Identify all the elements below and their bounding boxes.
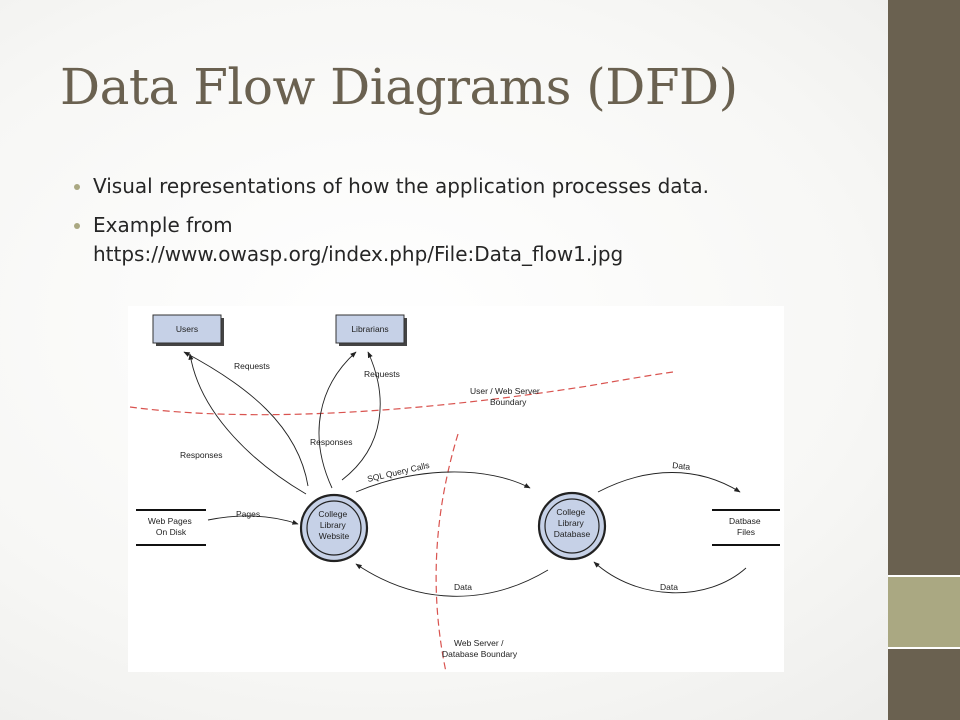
- data-to-files-label: Data: [672, 460, 691, 472]
- data-flow-diagram: Users Librarians College Library Website…: [128, 306, 784, 672]
- bullet-list: Visual representations of how the applic…: [72, 172, 872, 279]
- data-to-website-arrow: [355, 563, 549, 597]
- process-label-line: Library: [558, 518, 585, 528]
- requests-librarians-arrow: [341, 351, 381, 481]
- process-label-line: Database: [554, 529, 591, 539]
- boundary-label-line: Database Boundary: [442, 649, 518, 659]
- website-process-inner: [306, 500, 362, 556]
- users-entity: [152, 314, 222, 344]
- sidebar-decoration-top: [888, 0, 960, 576]
- process-label-line: College: [318, 509, 347, 519]
- bullet-item: Visual representations of how the applic…: [72, 172, 872, 201]
- responses-librarians-label: Responses: [310, 437, 353, 447]
- responses-users-arrow: [188, 353, 307, 495]
- sql-calls-arrow: [355, 471, 531, 493]
- web-db-boundary-label: Web Server / Database Boundary: [442, 638, 518, 659]
- responses-librarians-arrow: [318, 351, 357, 489]
- requests-librarians-label: Requests: [364, 369, 400, 379]
- web-db-boundary-line: [435, 433, 459, 672]
- data-from-files-label: Data: [660, 582, 678, 592]
- store-label-line: Datbase: [729, 516, 761, 526]
- responses-users-label: Responses: [180, 450, 223, 460]
- bullet-text: Example from: [93, 213, 233, 237]
- bullet-text: Visual representations of how the applic…: [93, 174, 709, 198]
- requests-users-label: Requests: [234, 361, 270, 371]
- bullet-item: Example from https://www.owasp.org/index…: [72, 211, 872, 269]
- db-files-store-label: Datbase Files: [729, 516, 763, 537]
- users-entity-label: Users: [176, 324, 198, 334]
- slide-title: Data Flow Diagrams (DFD): [60, 58, 738, 116]
- process-label-line: Library: [320, 520, 347, 530]
- process-label-line: College: [556, 507, 585, 517]
- database-process-inner: [544, 498, 600, 554]
- sidebar-decoration-middle: [888, 576, 960, 648]
- sidebar-separator: [888, 575, 960, 577]
- store-label-line: Web Pages: [148, 516, 192, 526]
- sidebar-decoration-bottom: [888, 648, 960, 720]
- boundary-label-line: Boundary: [490, 397, 527, 407]
- requests-users-arrow: [183, 351, 309, 487]
- process-label-line: Website: [319, 531, 350, 541]
- data-to-website-label: Data: [454, 582, 472, 592]
- database-process-label: College Library Database: [554, 507, 591, 539]
- pages-arrow: [207, 515, 299, 525]
- librarians-entity-label: Librarians: [351, 324, 388, 334]
- boundary-label-line: Web Server /: [454, 638, 504, 648]
- source-url: https://www.owasp.org/index.php/File:Dat…: [93, 242, 624, 266]
- sql-calls-label: SQL Query Calls: [366, 460, 430, 484]
- user-web-boundary-line: [129, 371, 674, 416]
- data-to-files-arrow: [597, 472, 741, 493]
- web-pages-store-label: Web Pages On Disk: [148, 516, 194, 537]
- librarians-entity: [335, 314, 405, 344]
- sidebar-separator: [888, 647, 960, 649]
- pages-label: Pages: [236, 509, 260, 519]
- store-label-line: Files: [737, 527, 755, 537]
- store-label-line: On Disk: [156, 527, 187, 537]
- website-process-label: College Library Website: [318, 509, 349, 541]
- boundary-label-line: User / Web Server: [470, 386, 540, 396]
- diagram-canvas: Users Librarians College Library Website…: [129, 314, 780, 672]
- data-from-files-arrow: [593, 561, 747, 594]
- user-web-boundary-label: User / Web Server Boundary: [470, 386, 542, 407]
